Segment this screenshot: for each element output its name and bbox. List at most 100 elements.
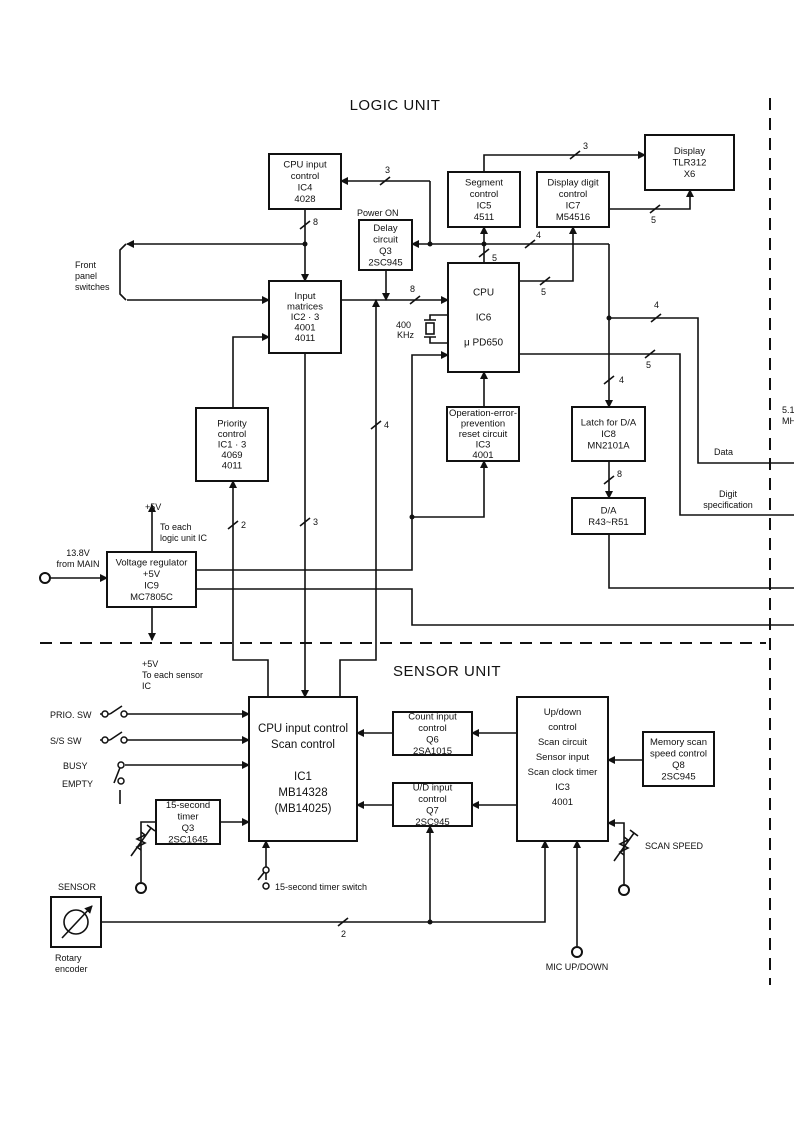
sensor-label: SENSOR bbox=[58, 882, 97, 892]
plus5v-sensor-label: +5V bbox=[142, 659, 158, 669]
block-text: control bbox=[418, 723, 447, 734]
block-text: IC3 bbox=[555, 782, 570, 793]
block-text: IC9 bbox=[144, 580, 159, 591]
block-text: 2SC945 bbox=[368, 257, 402, 268]
block-text: 4001 bbox=[472, 450, 493, 461]
block-frame bbox=[644, 134, 735, 191]
block-text: control bbox=[291, 171, 320, 182]
sensor-unit-title: SENSOR UNIT bbox=[393, 663, 501, 680]
block-frame bbox=[571, 406, 646, 462]
block-frame bbox=[358, 219, 413, 271]
block-text: IC1 · 3 bbox=[218, 440, 247, 451]
bus-slash bbox=[524, 239, 536, 249]
block-frame bbox=[392, 782, 473, 827]
bus-width-label: 3 bbox=[583, 141, 588, 151]
crystal-icon bbox=[424, 314, 448, 344]
block-text: μ PD650 bbox=[464, 338, 504, 349]
terminal-icon bbox=[135, 882, 147, 894]
terminal-icon bbox=[571, 946, 583, 958]
bus-slash bbox=[299, 517, 311, 527]
switch-icon bbox=[100, 731, 128, 744]
to-each-sensor-1-label: IC bbox=[142, 681, 152, 691]
block-text: Q6 bbox=[426, 734, 439, 745]
block-text: U/D input bbox=[413, 782, 453, 793]
bus-width-label: 8 bbox=[617, 469, 622, 479]
junction-dot bbox=[606, 315, 612, 321]
block-text: 4011 bbox=[222, 461, 242, 472]
bus-slash bbox=[539, 276, 551, 286]
block-text: Sensor input bbox=[536, 752, 590, 763]
rotary-encoder-0-label: Rotary bbox=[55, 953, 82, 963]
block-text: Scan control bbox=[271, 739, 335, 751]
block-text: +5V bbox=[143, 569, 161, 580]
data-label: Data bbox=[714, 447, 733, 457]
block-text: IC4 bbox=[298, 182, 313, 193]
block-text: D/A bbox=[601, 505, 618, 516]
block-frame bbox=[106, 551, 197, 608]
block-text: speed control bbox=[650, 748, 707, 759]
crystal-1-label: KHz bbox=[397, 330, 415, 340]
block-text: Q3 bbox=[182, 823, 195, 834]
block-text: 2SC945 bbox=[415, 817, 449, 828]
to-each-sensor-0-label: To each sensor bbox=[142, 670, 203, 680]
digit-specification-0-label: Digit bbox=[719, 489, 738, 499]
junction-dot bbox=[302, 241, 308, 247]
block-text: Memory scan bbox=[650, 737, 707, 748]
block-text: CPU input control bbox=[258, 723, 348, 735]
block-text: IC2 · 3 bbox=[291, 312, 320, 323]
crystal-0-label: 400 bbox=[396, 320, 411, 330]
block-text: 4028 bbox=[294, 194, 315, 205]
block-frame bbox=[195, 407, 269, 482]
input-13-8v-0-label: 13.8V bbox=[66, 548, 90, 558]
bus-width-label: 4 bbox=[536, 230, 541, 240]
block-text: MB14328 bbox=[278, 787, 327, 799]
block-text: Display bbox=[674, 146, 705, 157]
block-text: 4011 bbox=[295, 333, 315, 344]
block-text: (MB14025) bbox=[275, 803, 332, 815]
block-text: 4001 bbox=[294, 323, 315, 334]
potentiometer-icon bbox=[130, 824, 156, 857]
junction-dot bbox=[481, 241, 487, 247]
block-text: Operation-error- bbox=[449, 408, 517, 419]
block-text: MN2101A bbox=[587, 441, 630, 452]
power-on-label: Power ON bbox=[357, 208, 399, 218]
logic-unit-title: LOGIC UNIT bbox=[350, 97, 441, 114]
block-text: M54516 bbox=[556, 212, 590, 223]
block-text: Segment bbox=[465, 177, 503, 188]
block-text: Display digit bbox=[547, 177, 599, 188]
bus-slash bbox=[650, 313, 662, 323]
junction-dot bbox=[427, 919, 433, 925]
block-frame bbox=[446, 406, 520, 462]
block-frame bbox=[248, 696, 358, 842]
junction-dot bbox=[409, 514, 415, 520]
signal-wire bbox=[339, 299, 380, 697]
cut-off-right-0-label: 5.1 bbox=[782, 405, 794, 415]
block-text: 4001 bbox=[552, 797, 573, 808]
block-text: Voltage regulator bbox=[116, 557, 188, 568]
bus-slash bbox=[569, 150, 581, 160]
block-text: X6 bbox=[684, 169, 696, 180]
bus-width-label: 2 bbox=[341, 929, 346, 939]
bus-width-label: 2 bbox=[241, 520, 246, 530]
block-text: Scan clock timer bbox=[528, 767, 598, 778]
wires bbox=[39, 150, 794, 958]
bus-width-label: 4 bbox=[654, 300, 659, 310]
block-text: timer bbox=[177, 811, 198, 822]
block-text: Priority bbox=[217, 419, 247, 430]
bus-slash bbox=[649, 204, 661, 214]
cut-off-right-1-label: MH bbox=[782, 416, 794, 426]
bus-slash bbox=[227, 520, 239, 530]
